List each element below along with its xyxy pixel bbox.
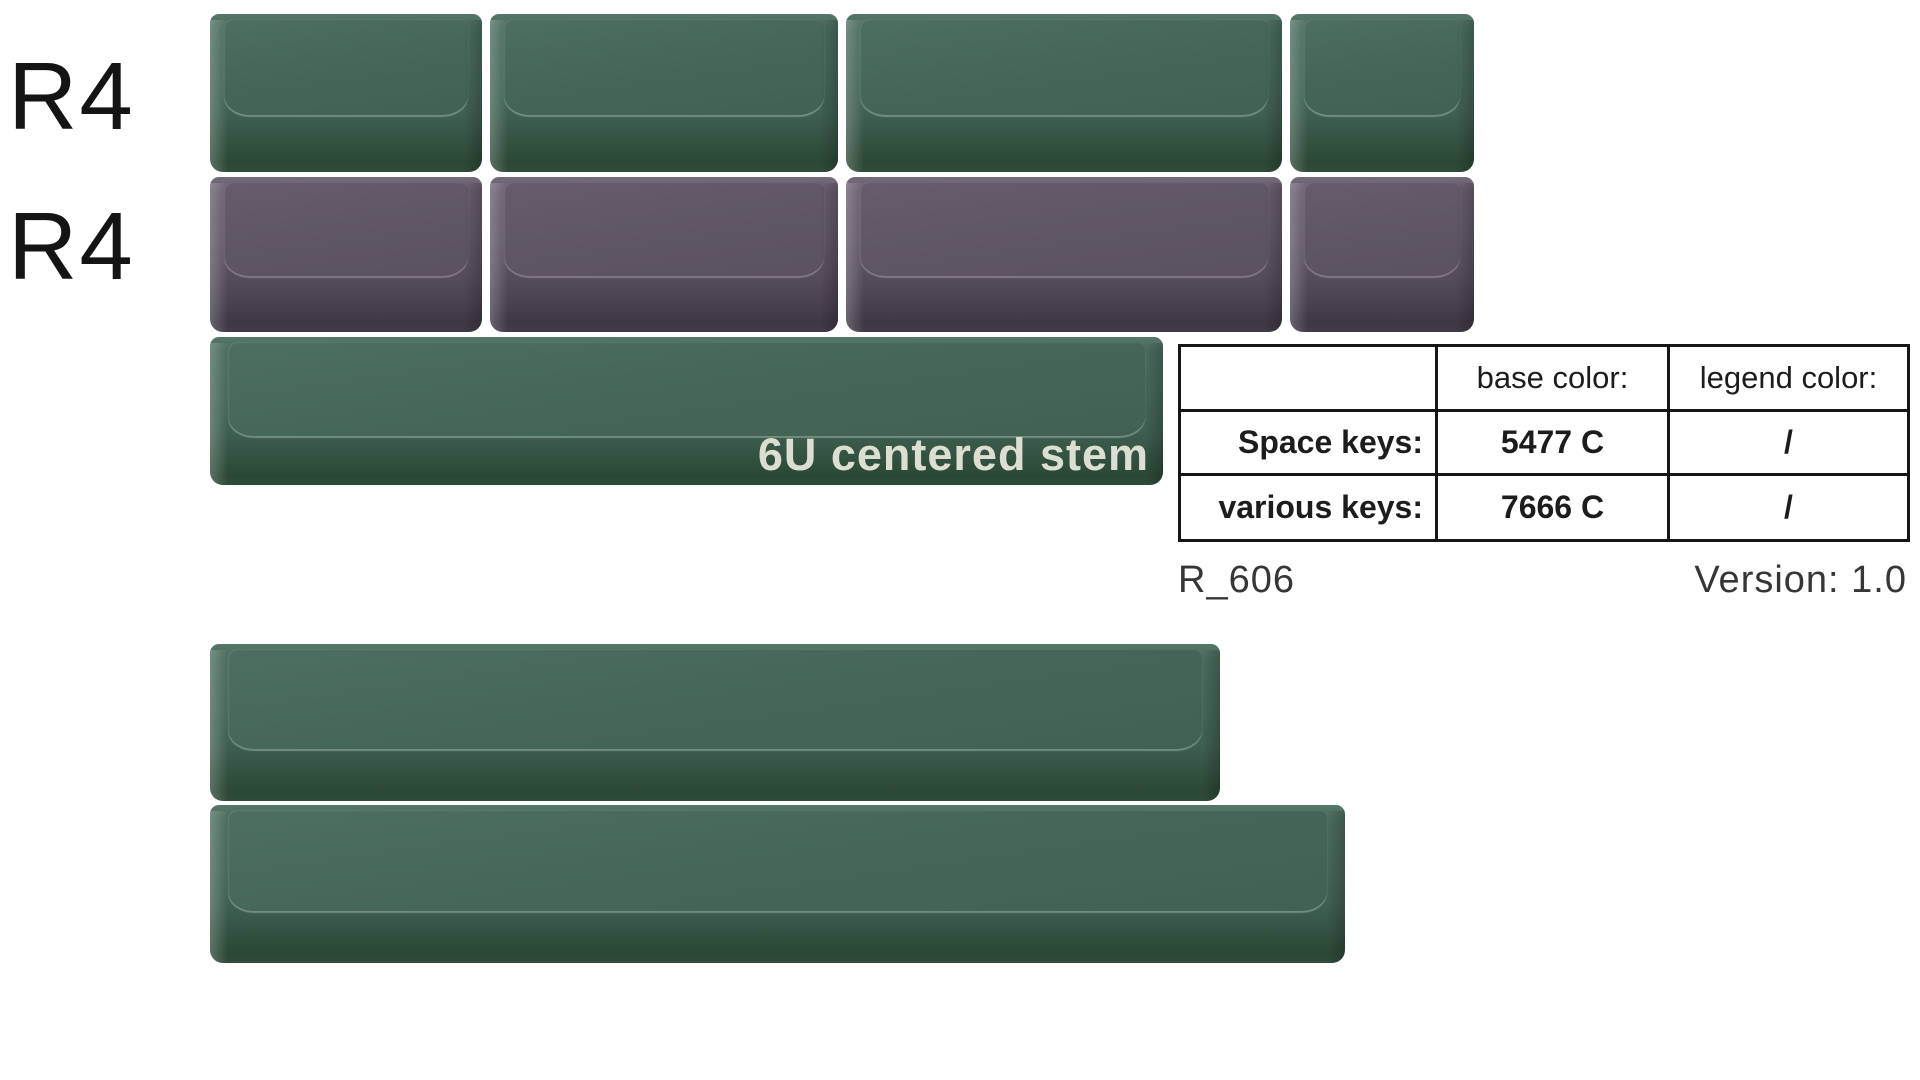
space-keys-legend: / <box>1667 409 1910 476</box>
keycap-purple-row2-key3 <box>846 177 1282 332</box>
keycap-body <box>846 14 1282 172</box>
spacebar-6u: 6U centered stem <box>210 337 1163 485</box>
keycap-body <box>490 14 838 172</box>
table-row: various keys: 7666 C / <box>1178 473 1910 542</box>
keycap-top-face <box>228 649 1202 750</box>
footer-line: R_606 Version: 1.0 <box>1178 559 1907 602</box>
keycap-body <box>1290 177 1474 332</box>
header-legend-color-cell: legend color: <box>1667 344 1910 412</box>
keycap-body <box>210 644 1220 801</box>
keycap-top-face <box>504 19 824 116</box>
keycap-green-row1-key4 <box>1290 14 1474 172</box>
keycap-green-row1-key2 <box>490 14 838 172</box>
version-label: Version: 1.0 <box>1694 559 1907 601</box>
spacebar-7u <box>210 805 1345 963</box>
keycap-body <box>210 14 482 172</box>
keycap-body <box>1290 14 1474 172</box>
keycap-top-face <box>1304 182 1460 277</box>
various-keys-base: 7666 C <box>1435 473 1670 542</box>
table-row: Space keys: 5477 C / <box>1178 409 1910 476</box>
keycap-top-face <box>1304 19 1460 116</box>
row2-profile-label: R4 <box>8 193 135 300</box>
keycap-top-face <box>504 182 824 277</box>
various-keys-label: various keys: <box>1178 473 1438 542</box>
space-keys-base: 5477 C <box>1435 409 1670 476</box>
header-base-color-cell: base color: <box>1435 344 1670 412</box>
keycap-body <box>210 805 1345 963</box>
keycap-top-face <box>228 342 1145 437</box>
header-empty-cell <box>1178 344 1438 412</box>
keycap-body <box>210 177 482 332</box>
space-keys-label: Space keys: <box>1178 409 1438 476</box>
keycap-top-face <box>860 19 1268 116</box>
keycap-purple-row2-key2 <box>490 177 838 332</box>
keycap-purple-row2-key4 <box>1290 177 1474 332</box>
keycap-top-face <box>224 182 468 277</box>
various-keys-legend: / <box>1667 473 1910 542</box>
table-header-row: base color: legend color: <box>1178 344 1910 412</box>
keycap-top-face <box>228 810 1327 911</box>
color-spec-table: base color: legend color: Space keys: 54… <box>1178 344 1910 542</box>
keycap-green-row1-key3 <box>846 14 1282 172</box>
keycap-top-face <box>860 182 1268 277</box>
spacebar-625u <box>210 644 1220 801</box>
model-code: R_606 <box>1178 559 1295 601</box>
keycap-top-face <box>224 19 468 116</box>
keycap-body <box>846 177 1282 332</box>
row1-profile-label: R4 <box>8 43 135 150</box>
spacebar-6u-label: 6U centered stem <box>757 429 1149 480</box>
keycap-purple-row2-key1 <box>210 177 482 332</box>
keycap-body <box>210 337 1163 485</box>
keycap-body <box>490 177 838 332</box>
keycap-green-row1-key1 <box>210 14 482 172</box>
